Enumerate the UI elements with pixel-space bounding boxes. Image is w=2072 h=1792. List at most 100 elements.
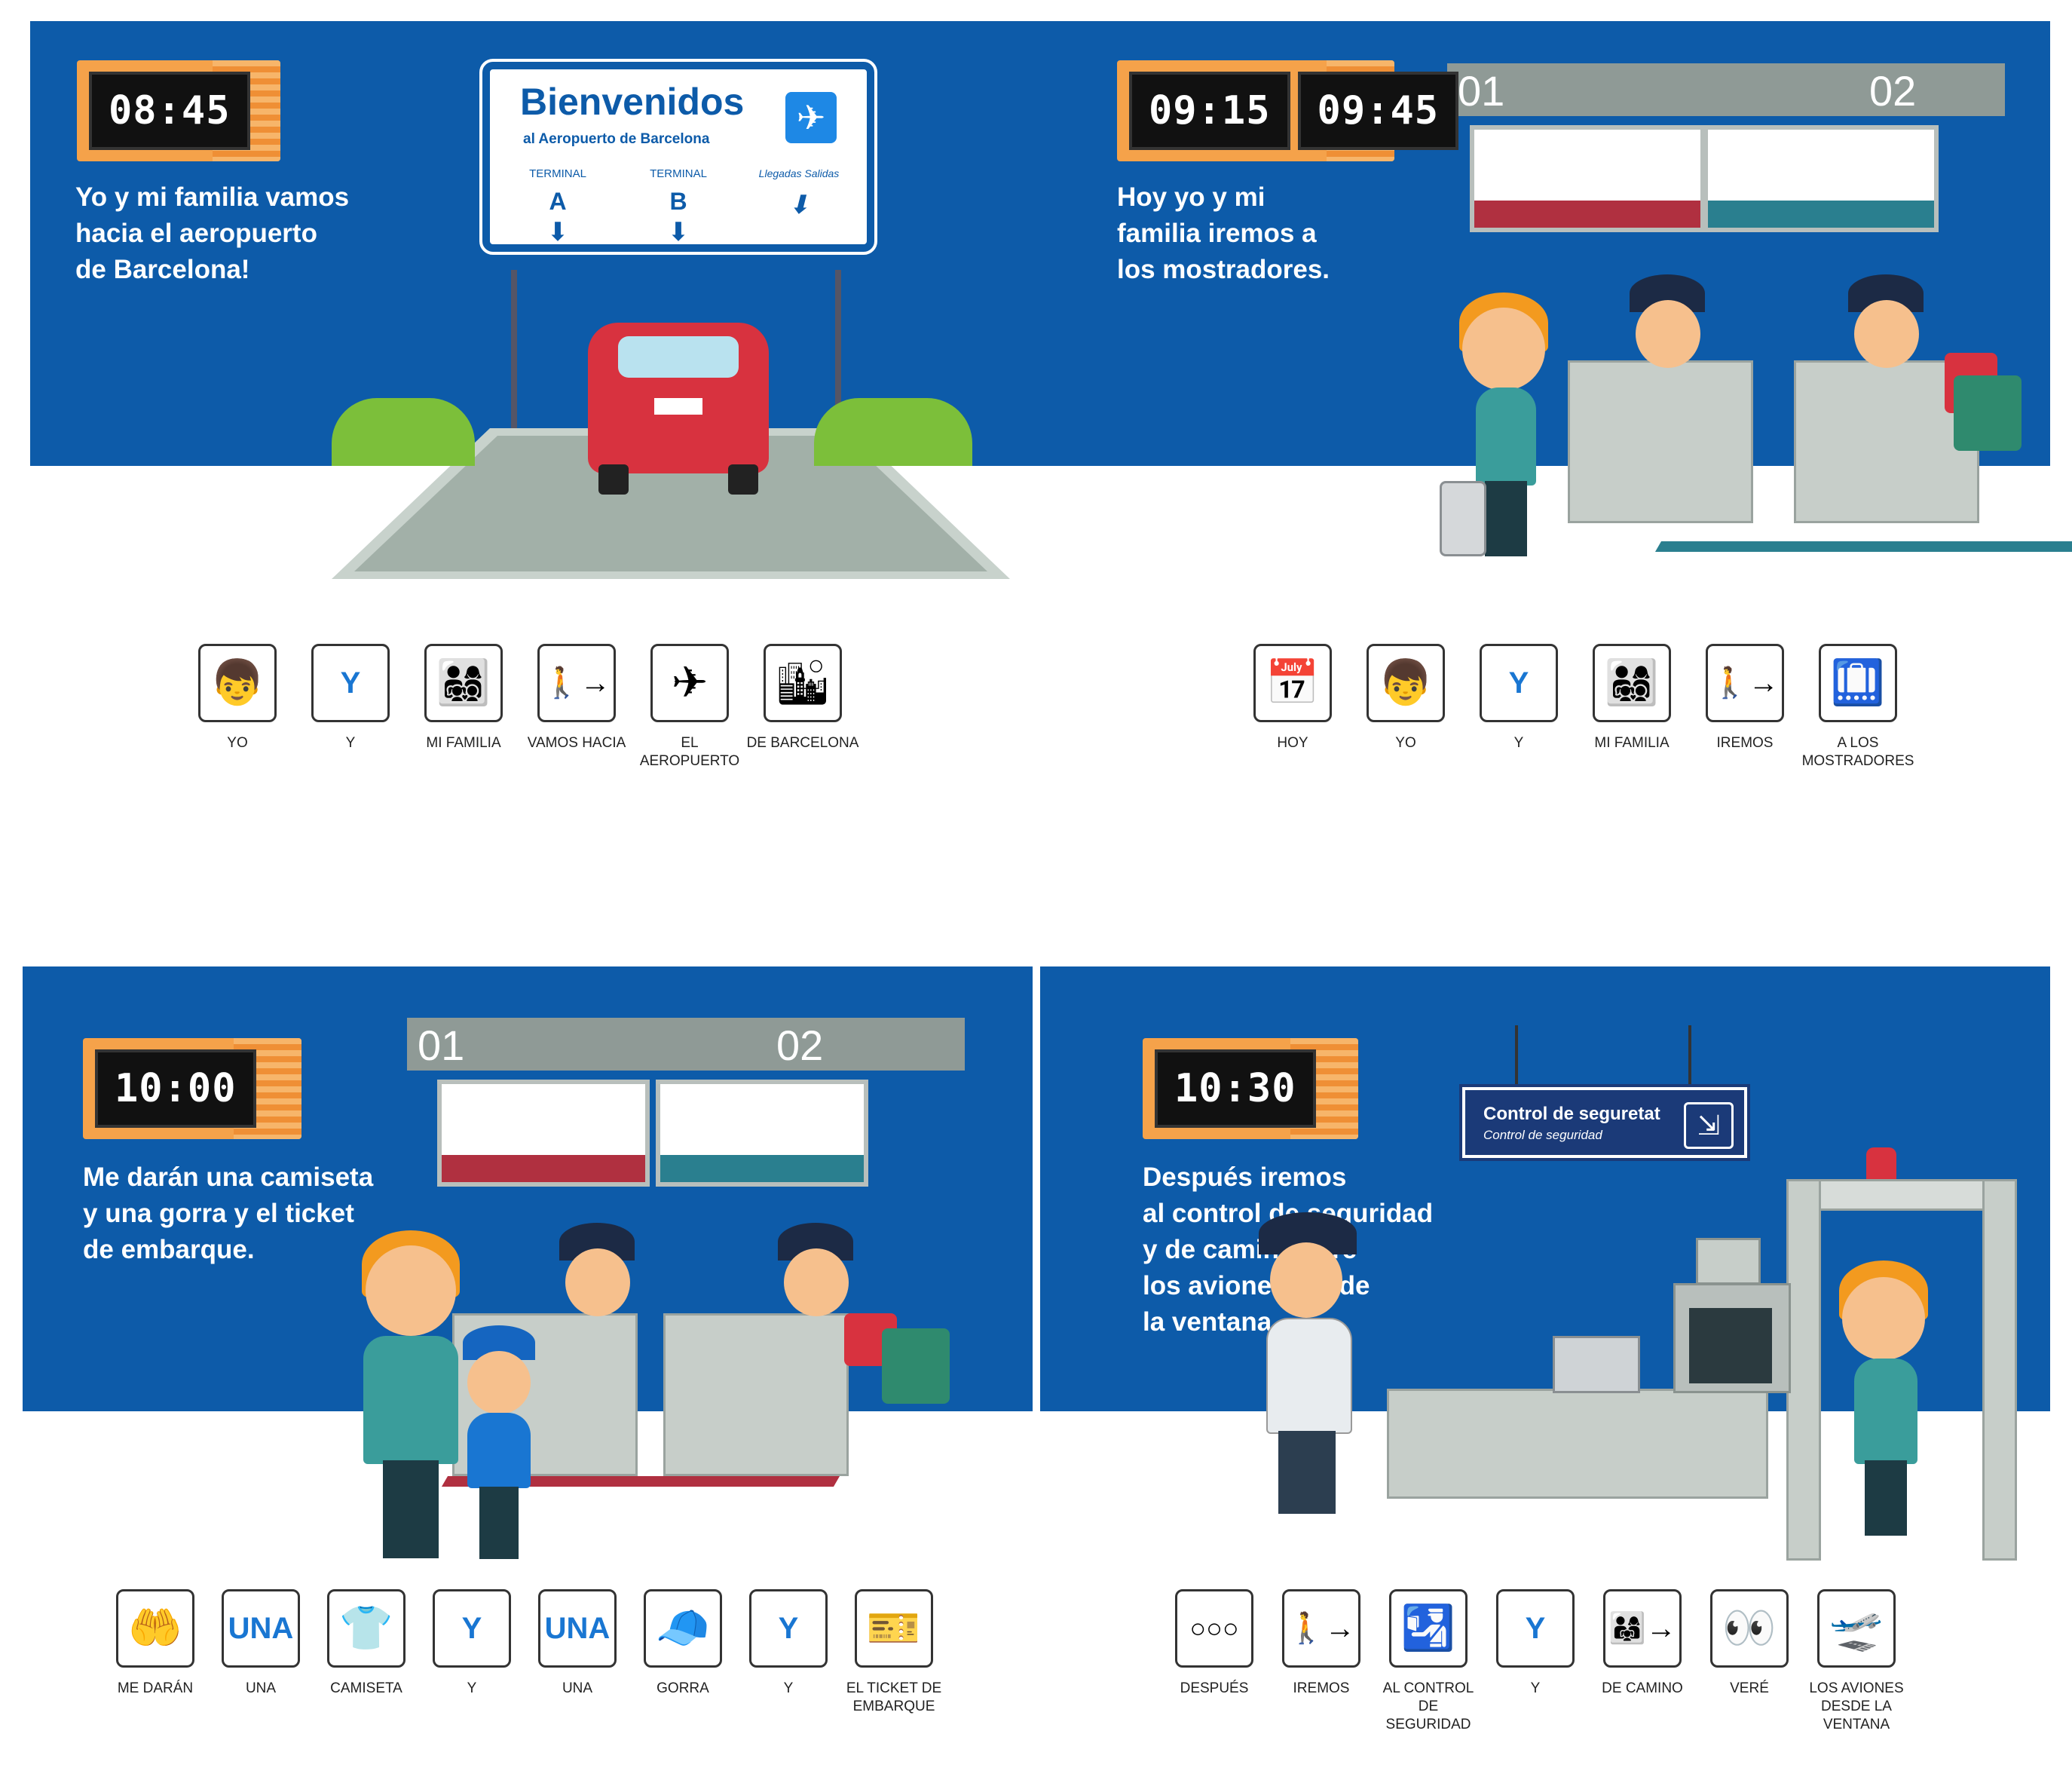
picto: 🎫EL TICKET DE EMBARQUE [841, 1589, 947, 1716]
caption-line: familia iremos a [1117, 219, 1317, 248]
sign-cable [1688, 1025, 1691, 1086]
arrivals-departures: Llegadas Salidas ⬇ [754, 167, 844, 220]
family-walk-icon: 👨‍👩‍👧→ [1603, 1589, 1682, 1668]
metal-detector-top [1786, 1179, 2017, 1211]
child-tshirt [467, 1413, 531, 1488]
caption-line: hacia el aeropuerto [75, 219, 317, 248]
panel-check-in: 09:15 09:45 Hoy yo y mi familia iremos a… [1040, 21, 2072, 775]
floor-mat [1654, 541, 2072, 552]
sign-post [835, 270, 841, 443]
terminal-a: TERMINAL A ⬇ [513, 167, 603, 247]
clock-sign: 10:00 [83, 1038, 301, 1139]
conjunction-y: Y [311, 644, 390, 722]
picto: 📅HOY [1236, 644, 1349, 770]
picto: 👨‍👩‍👧‍👦MI FAMILIA [407, 644, 520, 770]
picto: 🚶→VAMOS HACIA [520, 644, 633, 770]
terminal-b: TERMINAL B ⬇ [633, 167, 724, 247]
counter-header: 01 02 [407, 1018, 965, 1071]
story-caption: Yo y mi familia vamos hacia el aeropuert… [75, 179, 349, 288]
pictogram-row: ○○○DESPUÉS 🚶→IREMOS 🛂AL CONTROL DE SEGUR… [1161, 1589, 1910, 1734]
bush [332, 398, 475, 466]
agent-head [784, 1248, 849, 1316]
look-icon: 👀 [1710, 1589, 1789, 1668]
city-icon: 🏙 [764, 644, 842, 722]
picto: 🛄A LOS MOSTRADORES [1801, 644, 1914, 770]
panel-airport-arrival: 08:45 Yo y mi familia vamos hacia el aer… [30, 21, 1040, 775]
picto: ○○○DESPUÉS [1161, 1589, 1268, 1734]
agent-head [1636, 300, 1700, 368]
check-in-desk [1568, 360, 1753, 523]
boy-icon: 👦 [1367, 644, 1445, 722]
alarm-light [1866, 1147, 1896, 1179]
guard-head [1270, 1242, 1342, 1318]
caption-line: de Barcelona! [75, 255, 250, 284]
counter-icon: 🛄 [1819, 644, 1897, 722]
counter-number: 02 [776, 1022, 824, 1069]
picto: 🧢GORRA [630, 1589, 736, 1716]
monitor [1696, 1238, 1761, 1285]
suitcase [882, 1328, 950, 1404]
boy-head [1842, 1277, 1925, 1360]
agent-head [565, 1248, 630, 1316]
window-planes-icon: 🛫 [1817, 1589, 1896, 1668]
sequence-icon: ○○○ [1175, 1589, 1253, 1668]
red-car [588, 323, 769, 495]
metal-detector-left [1786, 1179, 1821, 1561]
tshirt-icon: 👕 [327, 1589, 406, 1668]
picto: 👦YO [1349, 644, 1462, 770]
caption-line: de embarque. [83, 1235, 255, 1264]
sign-title: Bienvenidos [520, 81, 745, 123]
walk-icon: 🚶→ [537, 644, 616, 722]
car-window [618, 336, 739, 378]
agent-head [1854, 300, 1919, 368]
panel-security: 10:30 Después iremos al control de segur… [1040, 966, 2050, 1732]
story-caption: Me darán una camiseta y una gorra y el t… [83, 1159, 373, 1268]
bush [814, 398, 972, 466]
article-una: UNA [538, 1589, 617, 1668]
boy-head [1462, 308, 1545, 391]
wheel [598, 464, 629, 495]
counter-number: 01 [1458, 67, 1505, 115]
picto: 👀VERÉ [1696, 1589, 1803, 1734]
ticket-icon: 🎫 [855, 1589, 933, 1668]
time-display: 10:30 [1155, 1049, 1316, 1128]
father-legs [383, 1460, 439, 1558]
time-display: 09:45 [1297, 72, 1459, 150]
airplane-icon: ✈ [650, 644, 729, 722]
metal-detector-right [1982, 1179, 2017, 1561]
walk-icon: 🚶→ [1282, 1589, 1360, 1668]
counter-header: 01 02 [1447, 63, 2005, 116]
picto: 👦YO [181, 644, 294, 770]
check-in-desk [663, 1313, 849, 1476]
road [332, 428, 1010, 579]
caption-line: Yo y mi familia vamos [75, 182, 350, 212]
caption-line: la ventana. [1143, 1307, 1279, 1337]
picto: 🏙DE BARCELONA [746, 644, 859, 770]
family-icon: 👨‍👩‍👧‍👦 [1593, 644, 1671, 722]
picto: 🛂AL CONTROL DE SEGURIDAD [1375, 1589, 1482, 1734]
guard-body [1266, 1318, 1352, 1434]
clock-sign: 10:30 [1143, 1038, 1358, 1139]
security-sign-subtitle: Control de seguridad [1483, 1128, 1602, 1142]
time-display: 08:45 [89, 72, 250, 150]
caption-line: Hoy yo y mi [1117, 182, 1266, 212]
conjunction-y: Y [433, 1589, 511, 1668]
child-head [467, 1351, 531, 1414]
boy-body [1476, 388, 1536, 486]
arrow-down-icon: ⬇ [546, 218, 569, 247]
counter-number: 02 [1869, 67, 1917, 115]
boy-icon: 👦 [198, 644, 277, 722]
boy-legs [1865, 1460, 1907, 1536]
sign-post [511, 270, 517, 443]
picto: 🚶→IREMOS [1688, 644, 1801, 770]
counter-screen [656, 1080, 868, 1187]
sign-cable [1515, 1025, 1518, 1086]
